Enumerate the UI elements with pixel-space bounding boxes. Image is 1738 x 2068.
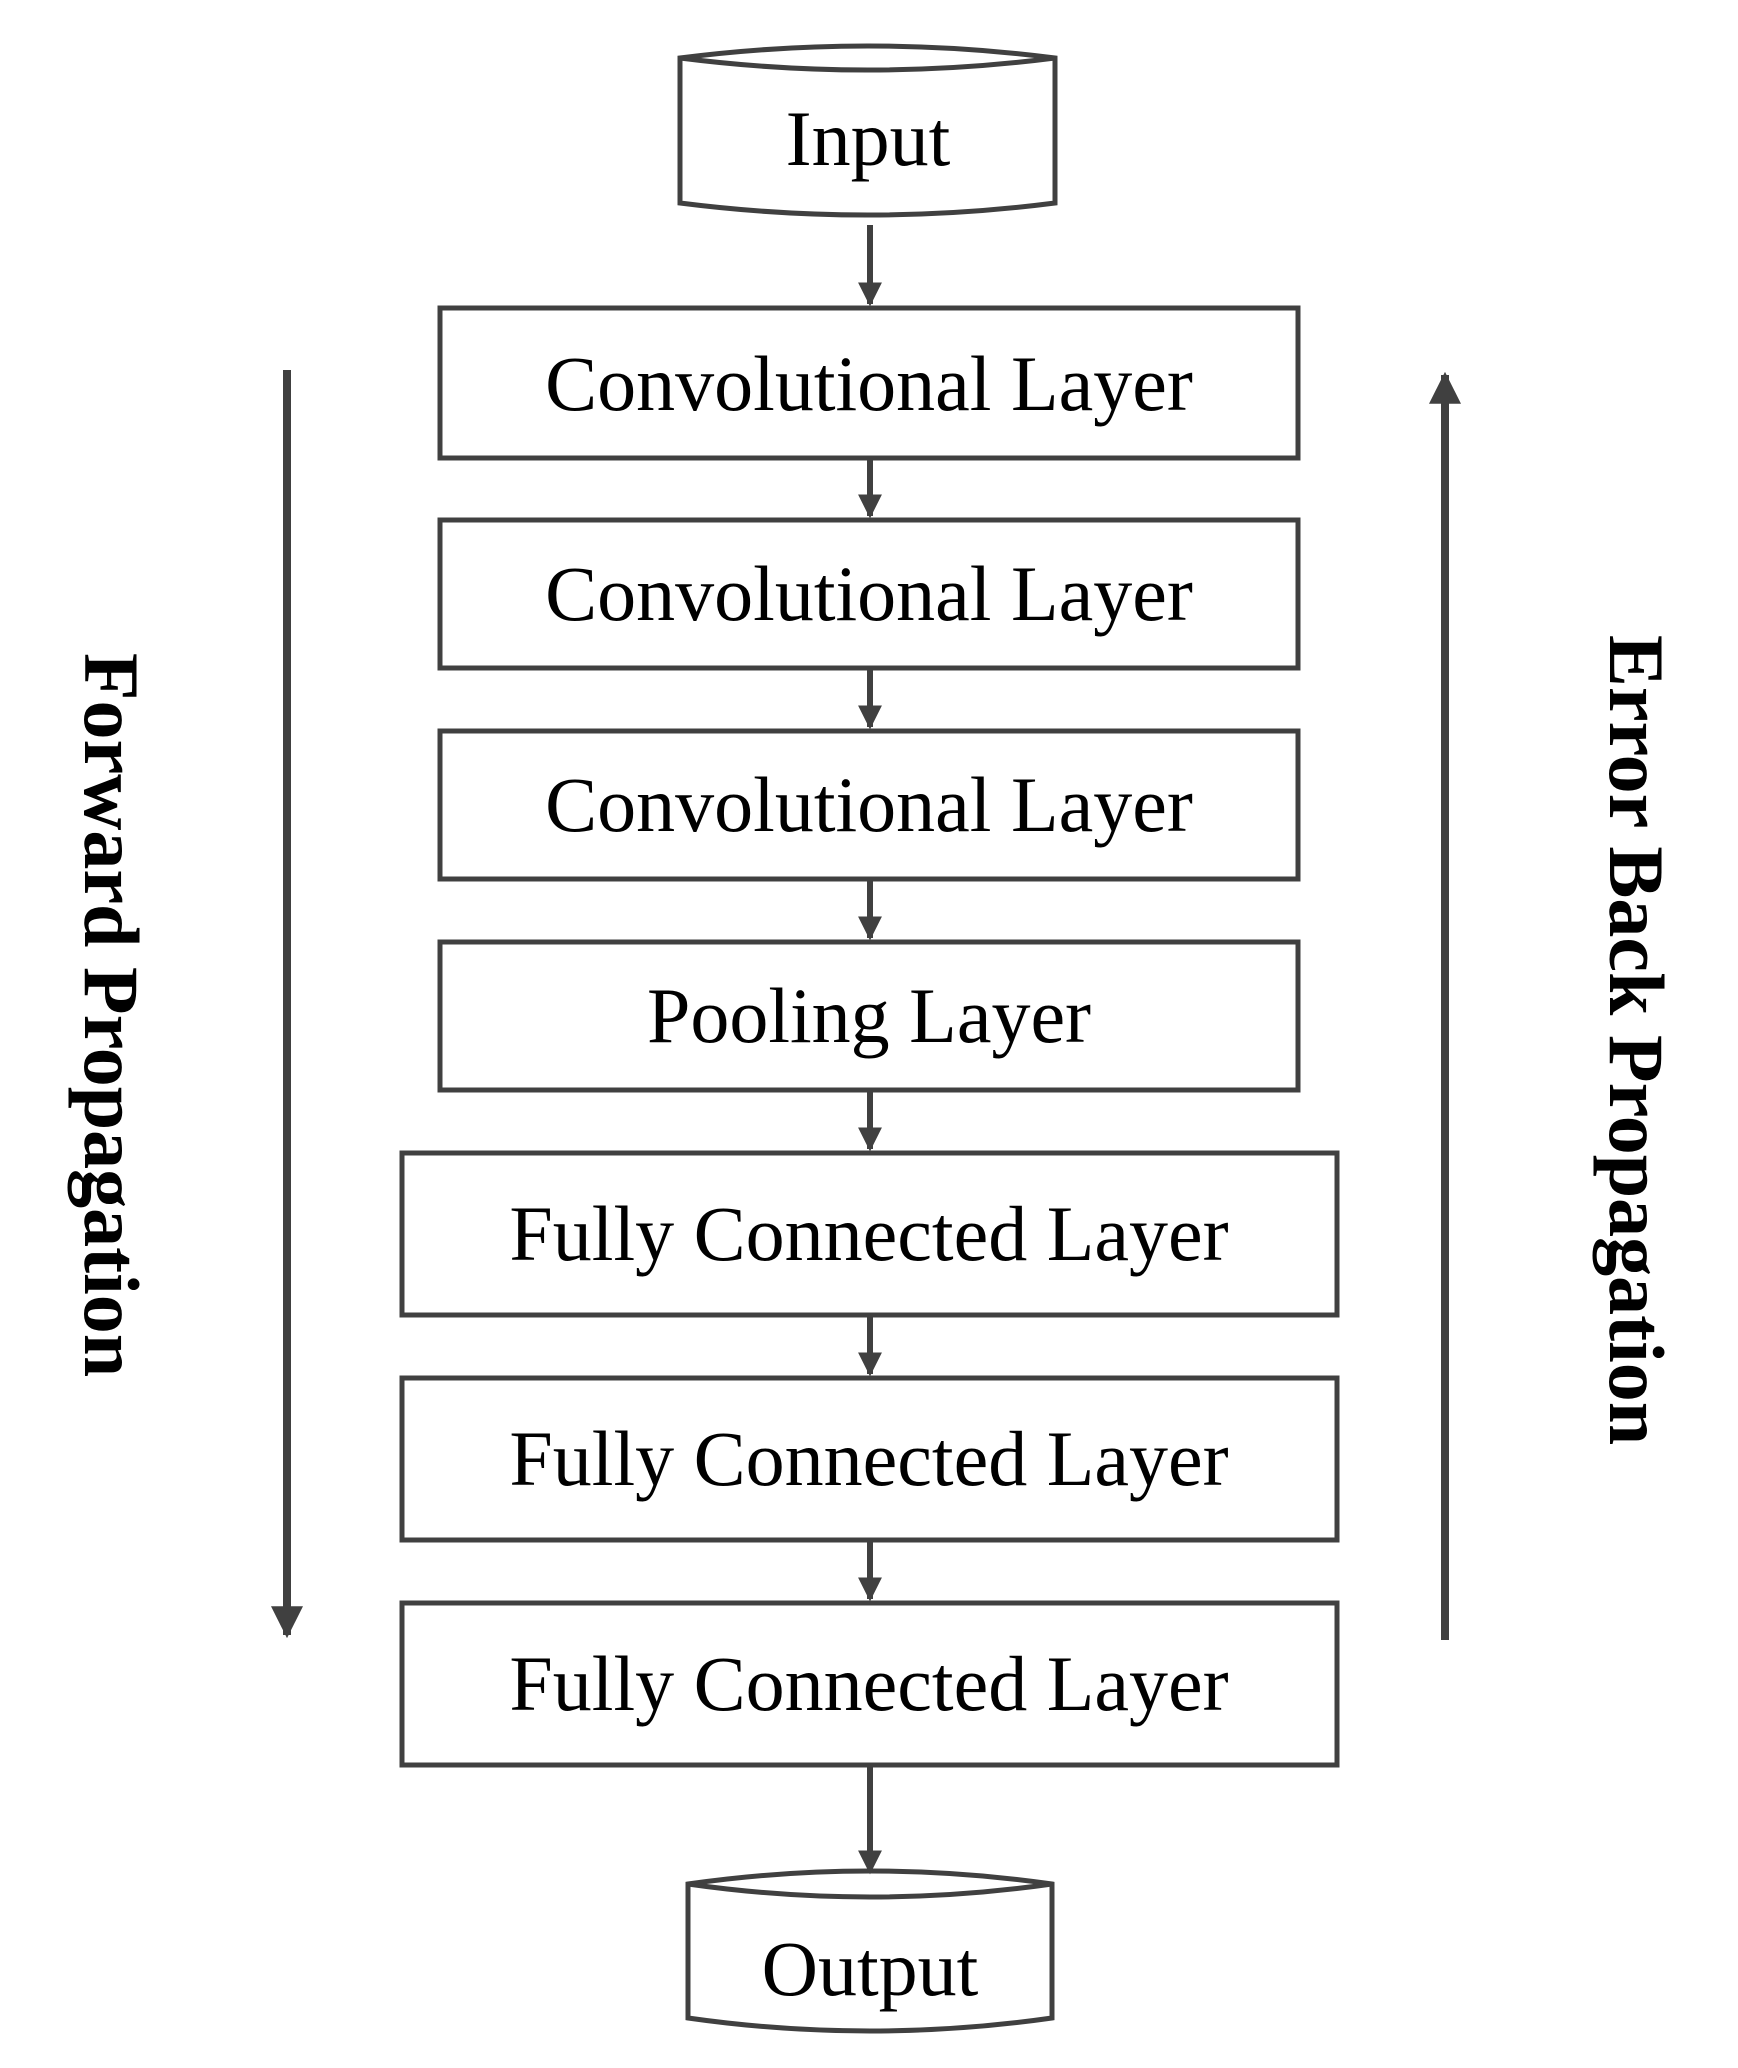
layer-label-1: Convolutional Layer — [545, 340, 1193, 427]
backward-propagation-label: Error Back Propagation — [1593, 635, 1680, 1445]
layer-label-7: Fully Connected Layer — [509, 1640, 1228, 1727]
layer-box-6: Fully Connected Layer — [399, 1375, 1340, 1543]
input-label: Input — [786, 95, 951, 182]
forward-propagation-label: Forward Propagation — [68, 653, 155, 1377]
layer-label-4: Pooling Layer — [647, 972, 1091, 1059]
layer-label-2: Convolutional Layer — [545, 550, 1193, 637]
output-label: Output — [762, 1925, 979, 2012]
layer-box-5: Fully Connected Layer — [399, 1150, 1340, 1318]
layer-box-2: Convolutional Layer — [437, 517, 1301, 671]
layer-box-1: Convolutional Layer — [437, 305, 1301, 461]
layer-label-3: Convolutional Layer — [545, 761, 1193, 848]
output-node: Output — [685, 1868, 1055, 2034]
layer-label-6: Fully Connected Layer — [509, 1415, 1228, 1502]
layer-box-4: Pooling Layer — [437, 939, 1301, 1093]
layer-label-5: Fully Connected Layer — [509, 1190, 1228, 1277]
layer-box-3: Convolutional Layer — [437, 728, 1301, 882]
layer-box-7: Fully Connected Layer — [399, 1600, 1340, 1768]
input-node: Input — [677, 43, 1058, 218]
